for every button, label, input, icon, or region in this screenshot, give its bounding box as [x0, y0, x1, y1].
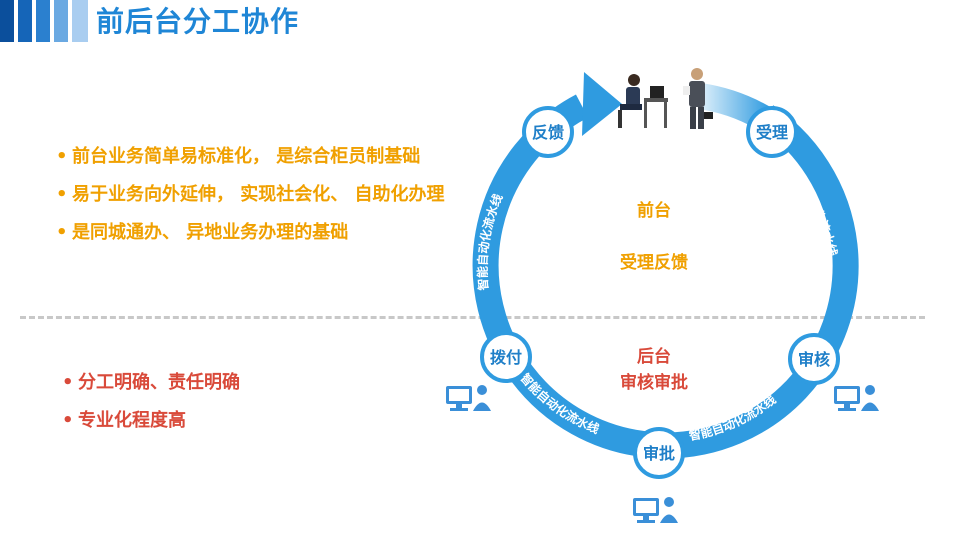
back-desc: 审核审批 — [620, 373, 688, 393]
back-bullet-list: •分工明确、责任明确 •专业化程度高 — [62, 364, 240, 440]
list-item: •前台业务简单易标准化， 是综合柜员制基础 — [56, 146, 421, 167]
list-item: •易于业务向外延伸， 实现社会化、 自助化办理 — [56, 184, 445, 205]
front-desc: 受理反馈 — [620, 253, 688, 273]
svg-text:反馈: 反馈 — [532, 123, 564, 142]
computer-user-icon — [834, 385, 879, 411]
list-item: •是同城通办、 异地业务办理的基础 — [56, 222, 349, 243]
customer-person-icon — [683, 68, 713, 129]
svg-text:审批: 审批 — [643, 444, 675, 463]
list-item: •专业化程度高 — [62, 410, 186, 431]
computer-user-icon — [446, 385, 491, 411]
node-review: 审核 — [788, 333, 840, 385]
node-approve: 审批 — [633, 427, 685, 479]
front-label: 前台 — [637, 201, 671, 221]
front-bullet-list: •前台业务简单易标准化， 是综合柜员制基础 •易于业务向外延伸， 实现社会化、 … — [56, 138, 486, 252]
node-accept: 受理 — [746, 106, 798, 158]
title-decoration-bars — [0, 0, 88, 42]
svg-text:审核: 审核 — [798, 350, 830, 369]
computer-user-icon — [633, 497, 678, 523]
svg-text:受理: 受理 — [756, 123, 788, 142]
page-title: 前后台分工协作 — [96, 5, 300, 38]
list-item: •分工明确、责任明确 — [62, 372, 240, 393]
node-feedback: 反馈 — [522, 106, 574, 158]
section-divider — [20, 316, 925, 319]
back-label: 后台 — [637, 347, 671, 367]
node-allocate: 拨付 — [480, 331, 532, 383]
svg-text:拨付: 拨付 — [490, 348, 522, 367]
cycle-arrow-head — [582, 72, 622, 136]
seated-worker-icon — [618, 74, 668, 128]
